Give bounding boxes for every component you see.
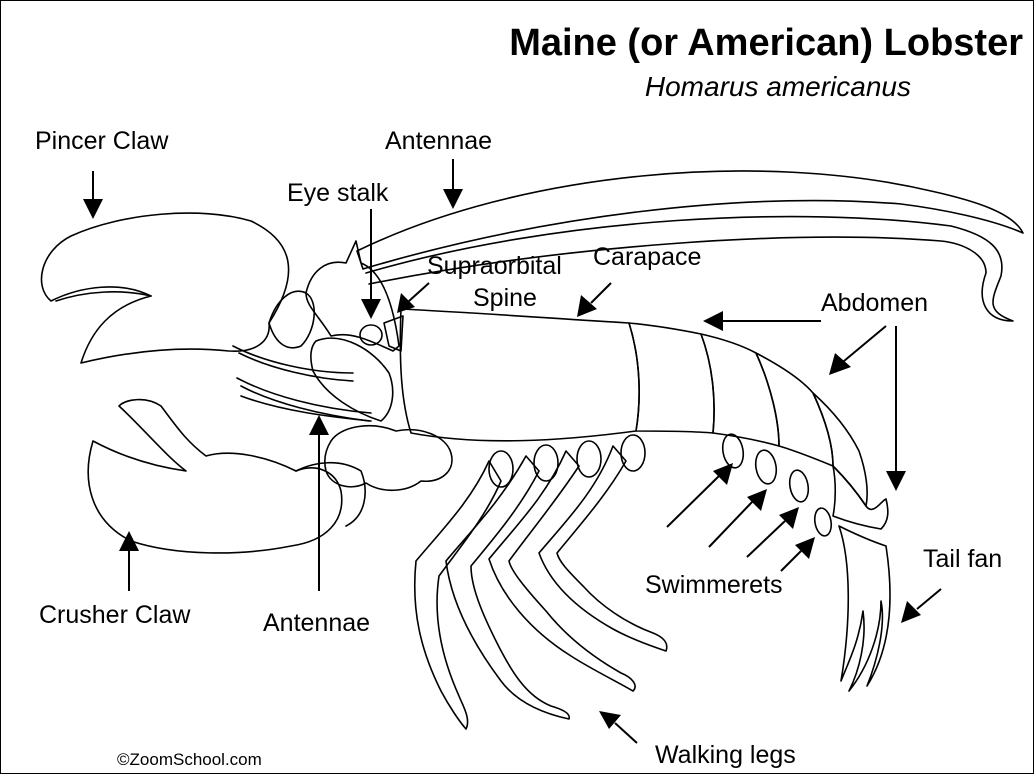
thorax-segments [325, 426, 452, 490]
scientific-name: Homarus americanus [645, 71, 911, 102]
leg-joint-2 [534, 445, 558, 481]
head-segments [306, 241, 399, 351]
arrow-pincer-claw [83, 171, 103, 219]
walking-leg-3 [489, 451, 635, 691]
antennule-upper [233, 346, 353, 381]
leg-joint-4 [621, 435, 645, 471]
label-antennae-bottom: Antennae [263, 609, 370, 637]
label-antennae-top: Antennae [385, 127, 492, 155]
swimmeret-2 [753, 449, 779, 486]
arrow-abdomen-mid [829, 326, 886, 375]
label-supraorbital: Supraorbital [427, 252, 562, 280]
arrow-carapace [577, 283, 611, 317]
label-walking-legs: Walking legs [655, 741, 796, 769]
tail-fan [839, 526, 890, 691]
label-swimmerets: Swimmerets [645, 571, 783, 599]
carapace [400, 309, 639, 441]
arrow-swimmeret-1 [667, 463, 733, 527]
arrow-crusher-claw [119, 531, 139, 591]
arrow-antennae-bottom [309, 415, 329, 591]
label-pincer-claw: Pincer Claw [35, 127, 169, 155]
head-lower [311, 338, 393, 421]
label-eye-stalk: Eye stalk [287, 179, 389, 207]
abdomen-segment-4 [813, 393, 867, 506]
label-tail-fan: Tail fan [923, 545, 1002, 573]
label-arrows [83, 159, 941, 743]
diagram-title: Maine (or American) Lobster [509, 22, 1023, 64]
pincer-claw [41, 213, 288, 363]
abdomen-segment-2 [701, 334, 779, 446]
antennule-mid [237, 378, 371, 421]
walking-leg-1 [415, 461, 501, 729]
abdomen-segment-5 [833, 466, 888, 529]
arrow-abdomen-left [703, 311, 821, 331]
label-carapace: Carapace [593, 243, 701, 271]
arrow-swimmeret-3 [747, 507, 799, 557]
abdomen-segment-3 [756, 353, 833, 466]
leg-joint-3 [577, 441, 601, 477]
arrow-walking-legs [599, 711, 637, 743]
walking-leg-4 [539, 446, 667, 651]
label-spine: Spine [473, 284, 537, 312]
swimmeret-3 [787, 469, 810, 504]
arrow-tail-fan [901, 589, 941, 623]
crusher-claw-arm [296, 463, 365, 526]
arrow-supraorbital [397, 283, 429, 313]
abdomen-segment-1 [629, 323, 714, 433]
arrow-swimmeret-2 [709, 489, 767, 547]
swimmeret-4 [813, 507, 834, 537]
label-crusher-claw: Crusher Claw [39, 601, 191, 629]
walking-leg-2 [446, 456, 569, 719]
arrow-swimmeret-4 [781, 537, 815, 571]
arrow-antennae-top [443, 159, 463, 209]
walking-legs-group [415, 435, 667, 729]
credit-text: ©ZoomSchool.com [117, 750, 262, 769]
crusher-claw [88, 400, 342, 553]
label-abdomen: Abdomen [821, 289, 928, 317]
arrow-abdomen-right [886, 326, 906, 491]
